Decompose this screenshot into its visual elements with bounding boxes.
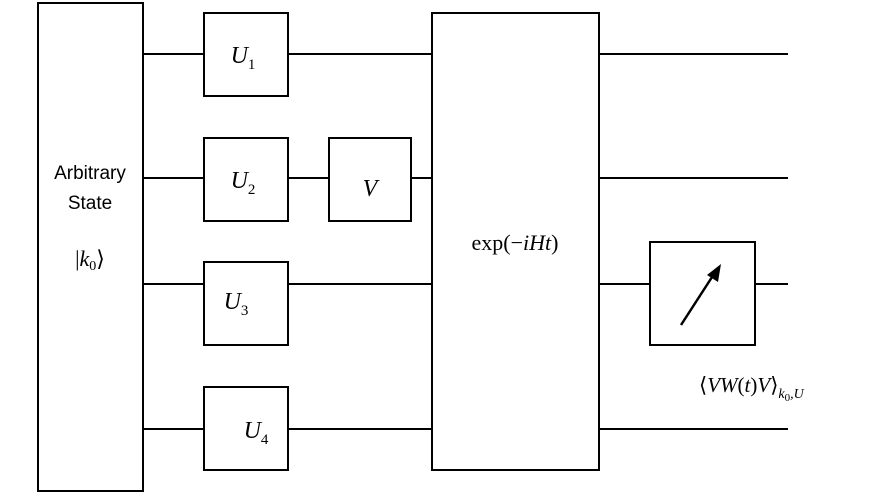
meter-arrow-icon [679,264,721,326]
gate-v: V [328,137,412,222]
state-block: Arbitrary State |k0⟩ [37,2,144,492]
gate-u3: U3 [203,261,289,346]
gate-v-box [328,137,412,222]
gate-u4-box [203,386,289,471]
gate-u2-label: U2 [231,168,256,198]
gate-u2-box [203,137,289,222]
initial-ket-label: |k0⟩ [75,246,105,274]
state-block-box [37,2,144,492]
gate-u1-box [203,12,289,97]
gate-u2: U2 [203,137,289,222]
gate-u3-box [203,261,289,346]
time-evolution-block: exp(−iHt) [431,12,600,471]
measurement-meter [649,241,756,346]
gate-u4-label: U4 [244,418,269,448]
time-evolution-label: exp(−iHt) [472,230,559,255]
gate-u4: U4 [203,386,289,471]
time-evolution-box [431,12,600,471]
state-label-line1: Arbitrary [54,163,126,184]
gate-u3-label: U3 [224,289,249,319]
gate-u1: U1 [203,12,289,97]
gate-u1-label: U1 [231,43,256,73]
qubit-wires [143,53,788,430]
expectation-value-label: ⟨VW(t)V⟩k0,U [699,373,805,404]
gate-v-label: V [363,176,380,202]
state-label-line2: State [68,193,112,214]
